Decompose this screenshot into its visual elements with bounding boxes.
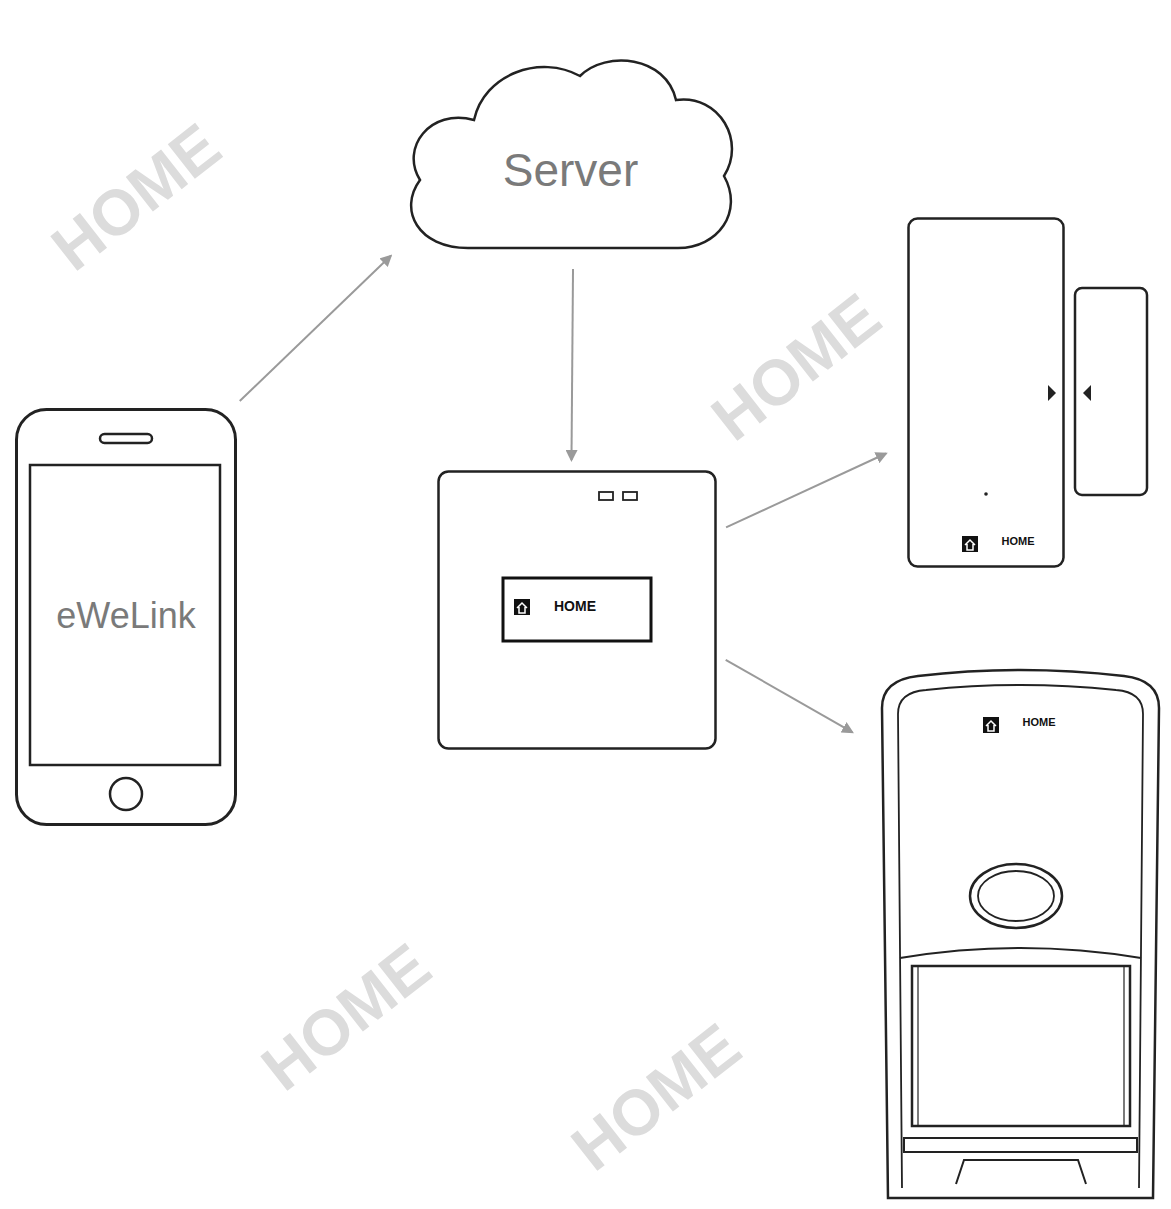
- logo-icon: [962, 536, 980, 552]
- door-sensor-outline: [907, 217, 1147, 569]
- door-sensor: HOME: [907, 217, 1147, 569]
- watermark: HOME: [248, 929, 445, 1106]
- brand-logo-text: HOME: [982, 535, 1035, 547]
- motion-sensor-outline: [878, 668, 1163, 1200]
- text-area: HOME: [521, 586, 609, 626]
- arrow-connector: [240, 256, 391, 401]
- watermark: HOME: [698, 279, 895, 456]
- brand-logo-text: HOME: [534, 598, 596, 614]
- zigbee-hub: HOME: [437, 470, 717, 750]
- arrow-connector: [571, 269, 573, 460]
- arrow-connector: [726, 454, 886, 528]
- watermark: HOME: [558, 1009, 755, 1186]
- arrow-connector: [726, 660, 853, 732]
- motion-sensor: HOME: [878, 668, 1163, 1200]
- text-area: Server: [478, 130, 663, 210]
- text-area: HOME: [973, 530, 1043, 552]
- cloud-server: Server: [398, 50, 738, 255]
- watermark: HOME: [38, 109, 235, 286]
- brand-logo-text: HOME: [1003, 716, 1056, 728]
- text-area: HOME: [988, 710, 1070, 734]
- device-label: Server: [503, 143, 638, 197]
- text-area: eWeLink: [33, 468, 219, 764]
- logo-icon: [514, 599, 532, 615]
- logo-icon: [983, 717, 1001, 733]
- device-label: eWeLink: [56, 595, 195, 637]
- phone: eWeLink: [15, 408, 237, 826]
